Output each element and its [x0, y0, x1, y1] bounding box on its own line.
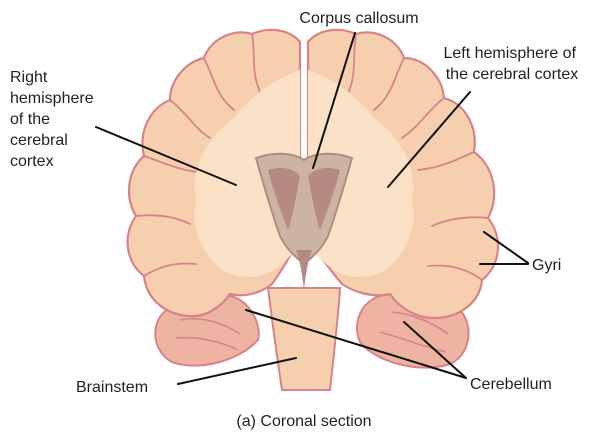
right-hemisphere-label-line-5: cortex — [10, 153, 54, 170]
left-hemisphere-label-line-1: Left hemisphere of — [444, 45, 577, 62]
right-hemisphere-label-line-2: hemisphere — [10, 90, 94, 107]
right-hemisphere-label-line-1: Right — [10, 69, 48, 86]
brainstem-label: Brainstem — [76, 379, 148, 396]
gyri-label: Gyri — [532, 257, 561, 274]
figure-caption: (a) Coronal section — [236, 413, 371, 430]
cerebellum-label: Cerebellum — [470, 376, 552, 393]
right-hemisphere-label-line-3: of the — [10, 111, 50, 128]
left-hemisphere-label-line-2: the cerebral cortex — [446, 66, 579, 83]
right-hemisphere-label-line-4: cerebral — [10, 132, 68, 149]
corpus-callosum-label: Corpus callosum — [299, 10, 418, 27]
right-hemisphere-label: Right hemisphere of the cerebral cortex — [10, 69, 98, 170]
brainstem-shape — [268, 288, 340, 390]
left-hemisphere-label: Left hemisphere of the cerebral cortex — [444, 45, 581, 83]
